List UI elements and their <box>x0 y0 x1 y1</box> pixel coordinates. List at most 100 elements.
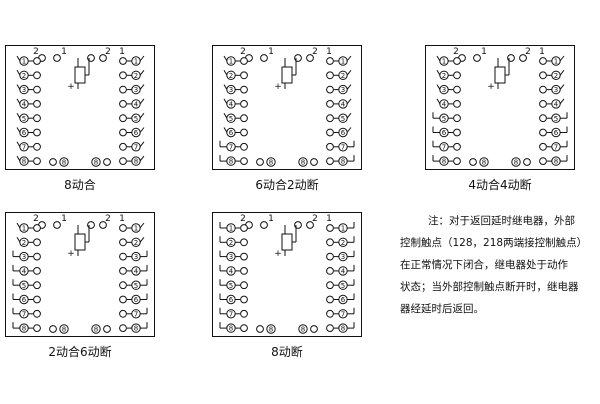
terminal-right-7 <box>326 309 334 318</box>
note-line-5: 器经延时后返回。 <box>400 303 484 315</box>
contact-no-left <box>223 112 228 119</box>
pin-left-4-label: 4 <box>229 101 234 109</box>
terminal-right-5 <box>326 281 334 290</box>
coil-plus-label: + <box>487 82 495 92</box>
terminal-left-4 <box>240 267 248 275</box>
terminal-right-3 <box>326 85 334 94</box>
pin-right-7-label: 7 <box>554 143 558 151</box>
contact-no-right <box>139 236 145 243</box>
contact-no-left <box>16 155 21 162</box>
caption-diagram-4: 2动合6动断 <box>48 345 112 359</box>
top-label-right: 1 <box>268 214 274 224</box>
pin-bottom-left <box>479 157 489 167</box>
terminal-left-5 <box>33 281 41 290</box>
pin-left-1-label: 1 <box>229 225 233 233</box>
terminal-left-4 <box>240 100 248 108</box>
terminal-right-6 <box>326 128 334 137</box>
pin-right-4-label: 4 <box>341 101 346 109</box>
top-label-left-2: 2 <box>312 214 318 224</box>
pin-bottom-right <box>298 324 308 334</box>
pin-right-8-label: 8 <box>134 158 138 166</box>
pin-right-4-label: 4 <box>554 101 559 109</box>
terminal-left-2 <box>33 238 41 247</box>
contact-no-right <box>139 69 145 76</box>
pin-right-1-label: 1 <box>341 58 345 66</box>
pin-right-8-label: 8 <box>554 158 558 166</box>
pin-right-1-label: 1 <box>341 225 345 233</box>
coil-icon <box>281 233 293 251</box>
terminal-left-1 <box>33 57 41 65</box>
diagram-frame <box>425 45 575 170</box>
terminal-left-5 <box>240 114 248 123</box>
pin-left-1-label: 1 <box>229 58 233 66</box>
terminal-right-8 <box>539 157 547 165</box>
pin-left-6-label: 6 <box>22 296 27 304</box>
pin-left-8-label: 8 <box>442 158 446 166</box>
terminal-open <box>306 221 314 229</box>
coil-plus-label: + <box>274 249 282 259</box>
terminal-right-5 <box>119 281 127 290</box>
pin-bottom-left-label: 8 <box>269 159 273 167</box>
contact-no-left <box>16 98 21 105</box>
terminal-right-8 <box>119 324 127 332</box>
terminal-open <box>53 54 61 62</box>
pin-right-1-label: 1 <box>554 58 558 66</box>
terminal-open <box>260 221 268 229</box>
pin-left-7-label: 7 <box>442 143 446 151</box>
pin-left-4-label: 4 <box>22 101 27 109</box>
top-label-left: 2 <box>453 47 459 57</box>
terminal-bottom <box>103 158 111 166</box>
pin-right-2-label: 2 <box>134 239 138 247</box>
pin-left-3-label: 3 <box>229 86 233 94</box>
terminal-open <box>473 54 481 62</box>
pin-left-5-label: 5 <box>22 115 26 123</box>
terminal-left-6 <box>240 295 248 304</box>
note-line-1: 注：对于返回延时继电器，外部 <box>428 215 575 227</box>
terminal-left-1 <box>240 57 248 65</box>
pin-bottom-right <box>91 157 101 167</box>
contact-no-right <box>559 84 565 90</box>
pin-left-3-label: 3 <box>442 86 446 94</box>
terminal-left-1 <box>33 224 41 232</box>
terminal-left-5 <box>33 114 41 123</box>
pin-right-2-label: 2 <box>134 72 138 80</box>
contact-no-left <box>223 70 228 76</box>
pin-left-6-label: 6 <box>22 129 27 137</box>
pin-right-5-label: 5 <box>134 282 138 290</box>
diagram-frame <box>5 212 155 337</box>
pin-left-2-label: 2 <box>442 72 446 80</box>
pin-right-3-label: 3 <box>134 86 138 94</box>
pin-left-6-label: 6 <box>229 296 234 304</box>
terminal-bottom <box>310 325 318 333</box>
terminal-open <box>306 54 314 62</box>
terminal-right-7 <box>119 142 127 151</box>
pin-left-7-label: 7 <box>22 143 26 151</box>
pin-right-6-label: 6 <box>134 296 139 304</box>
diagram-frame <box>212 45 362 170</box>
contact-no-left <box>16 55 21 62</box>
pin-left-5-label: 5 <box>229 282 233 290</box>
terminal-right-2 <box>119 71 127 80</box>
coil-icon <box>494 66 506 84</box>
pin-right-4-label: 4 <box>134 268 139 276</box>
terminal-bottom <box>49 325 57 333</box>
terminal-right-5 <box>326 114 334 123</box>
terminal-right-6 <box>119 295 127 304</box>
pin-bottom-right-label: 8 <box>301 159 305 167</box>
pin-bottom-right-label: 8 <box>301 326 305 334</box>
pin-right-3-label: 3 <box>341 86 345 94</box>
contact-no-right <box>139 155 145 162</box>
terminal-left-1 <box>453 57 461 65</box>
terminal-open <box>260 54 268 62</box>
pin-right-8-label: 8 <box>341 158 345 166</box>
contact-no-right <box>139 98 145 105</box>
pin-right-5-label: 5 <box>341 115 345 123</box>
pin-left-2-label: 2 <box>229 239 233 247</box>
pin-bottom-left <box>266 157 276 167</box>
contact-no-left <box>16 112 21 119</box>
contact-no-left <box>16 84 21 90</box>
note-text: 注：对于返回延时继电器，外部 控制触点（128，218两端接控制触点） 在正常情… <box>400 210 596 320</box>
pin-right-5-label: 5 <box>134 115 138 123</box>
terminal-left-8 <box>240 157 248 165</box>
